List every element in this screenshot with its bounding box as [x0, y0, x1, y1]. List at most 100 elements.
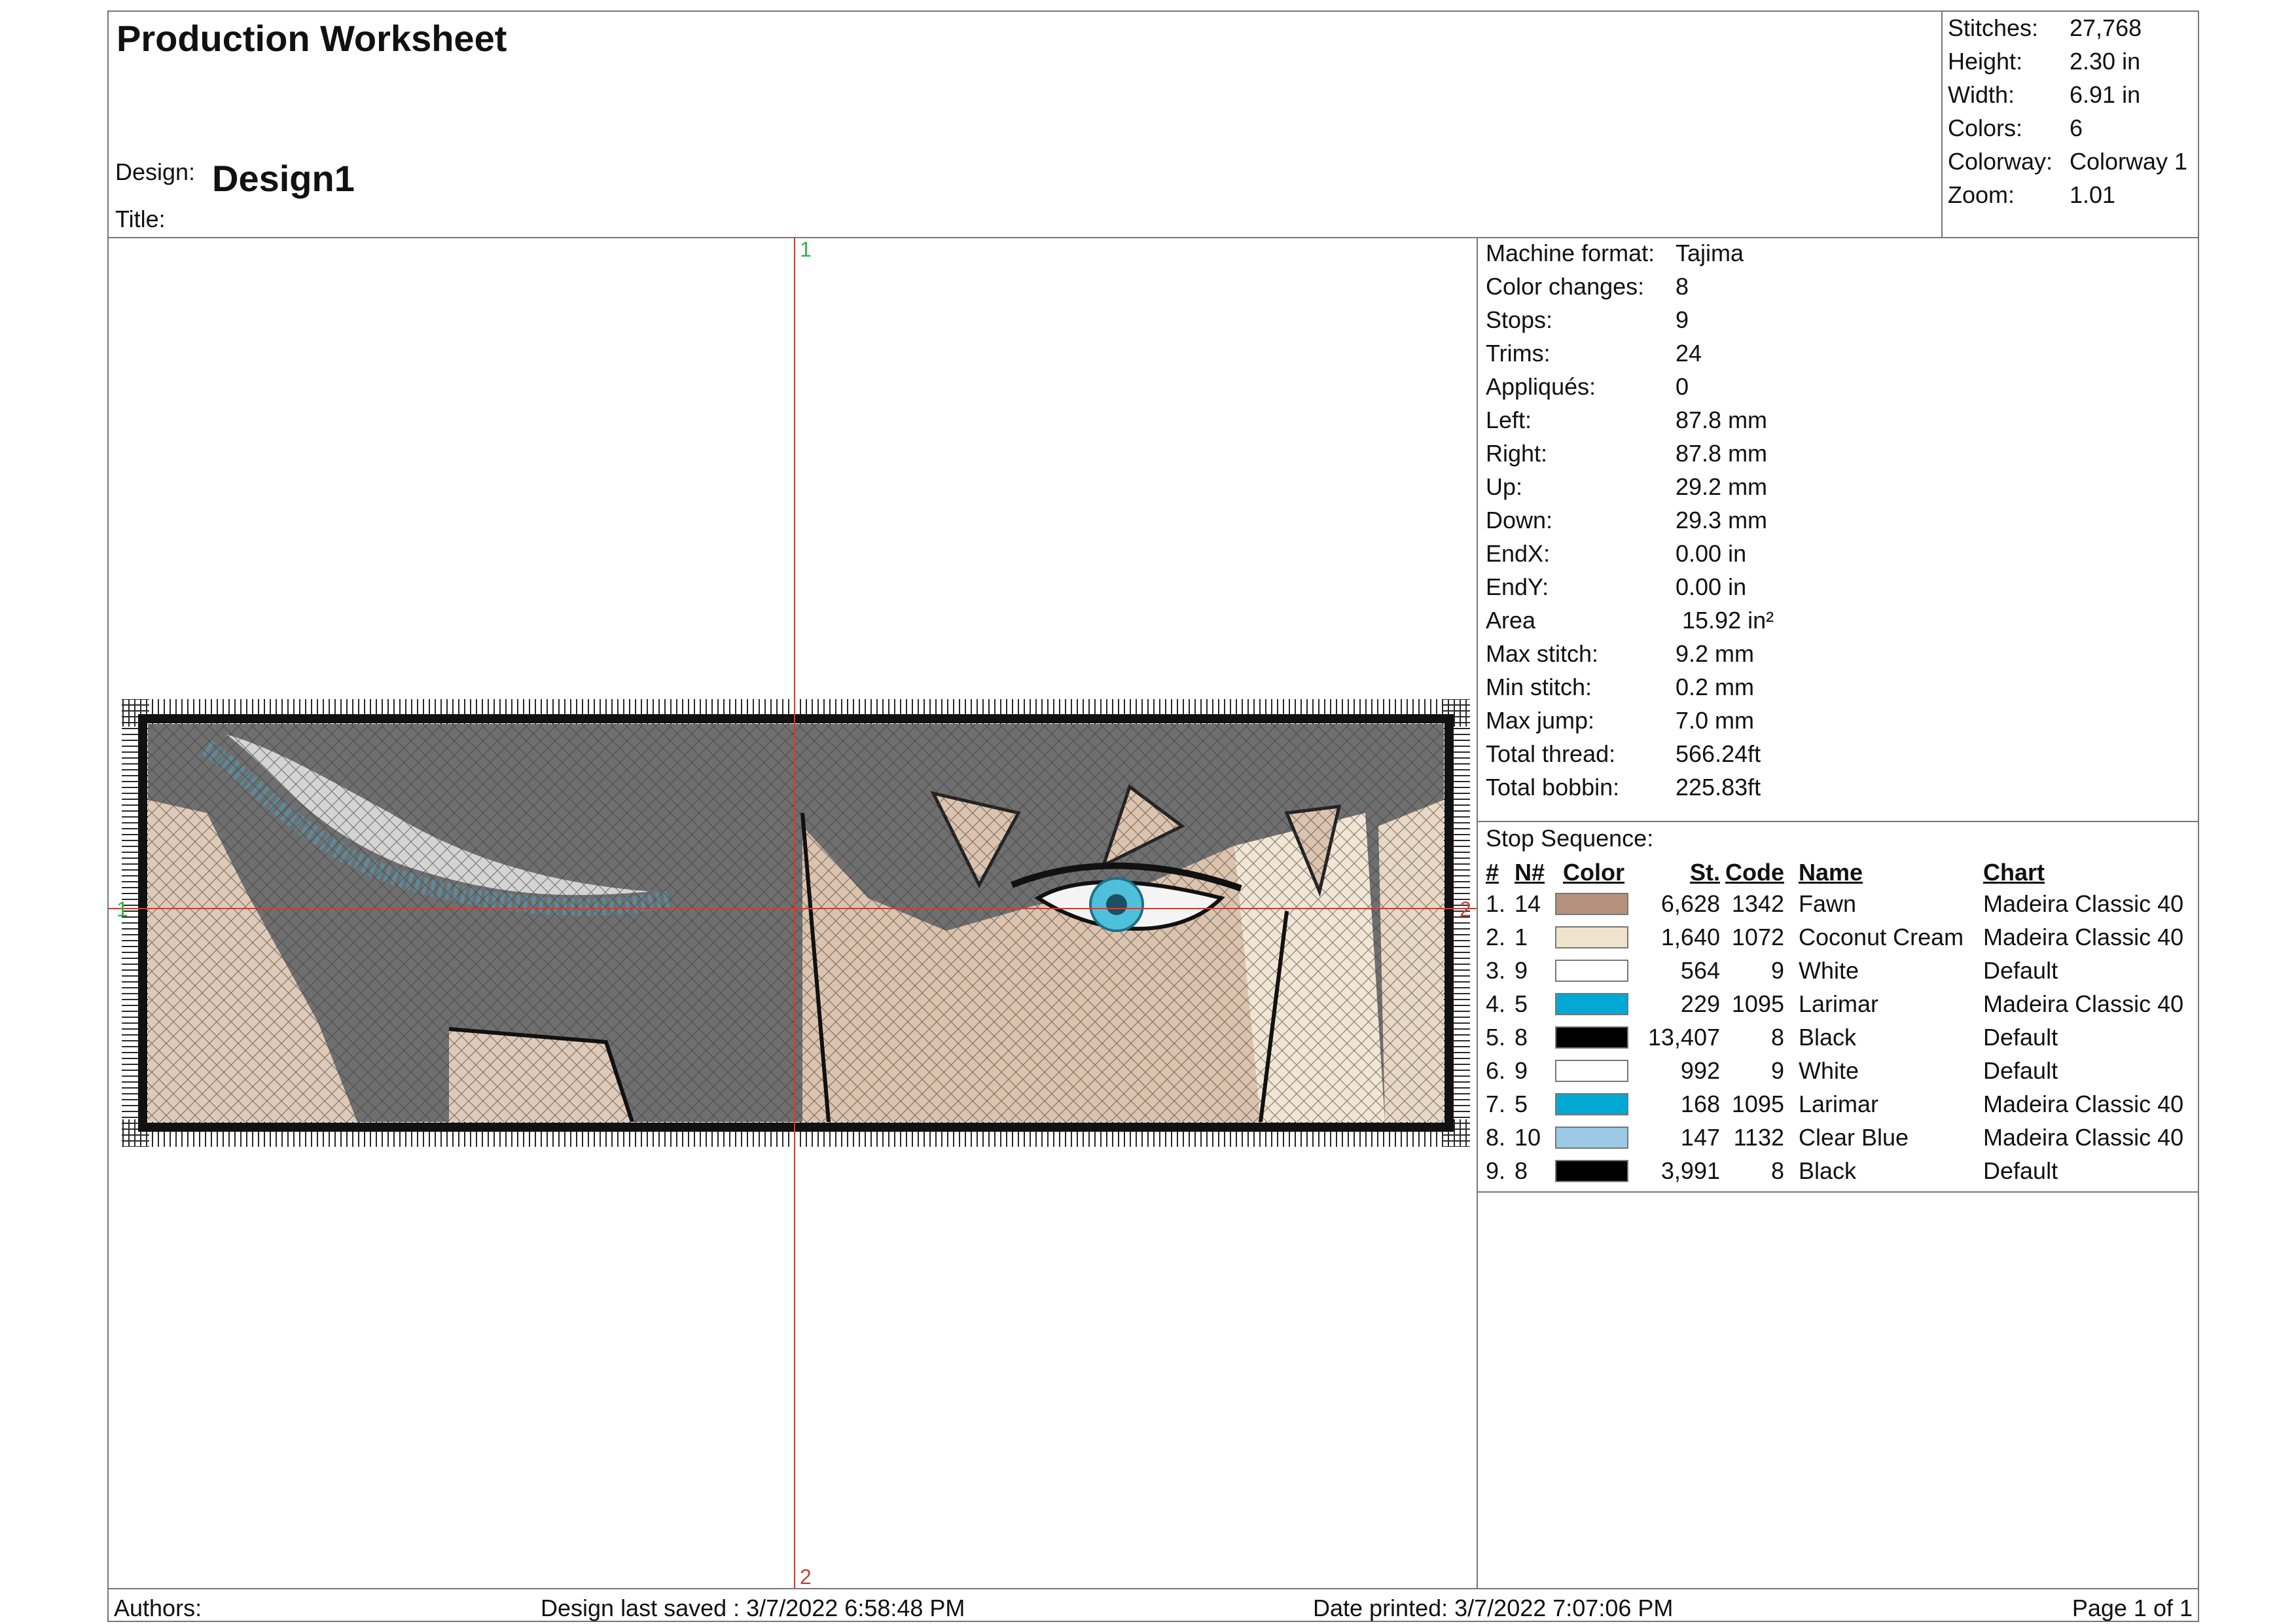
stat-label: Colors: [1948, 115, 2023, 141]
row-name: Clear Blue [1799, 1124, 1909, 1151]
info-value: Tajima [1676, 240, 1744, 266]
row-chart: Madeira Classic 40 [1983, 990, 2184, 1017]
guide-marker-bottom: 2 [800, 1565, 812, 1588]
guide-marker-right: 2 [1460, 897, 1471, 921]
row-num: 4. [1486, 990, 1506, 1017]
col-code: Code [1725, 859, 1784, 886]
design-artwork [148, 724, 1444, 1122]
stop-sequence-title: Stop Sequence: [1486, 825, 1654, 852]
row-code: 8 [1770, 1024, 1784, 1051]
info-label: Stops: [1486, 306, 1553, 333]
stat-value: 1.01 [2070, 181, 2116, 208]
row-needle: 14 [1515, 890, 1541, 917]
info-label: Total thread: [1486, 740, 1616, 767]
row-name: Larimar [1799, 1091, 1879, 1117]
row-name: Coconut Cream [1799, 924, 1964, 950]
guide-marker-top: 1 [800, 238, 812, 261]
color-swatch [1555, 1060, 1628, 1082]
row-name: Fawn [1799, 890, 1857, 917]
row-needle: 8 [1515, 1157, 1528, 1184]
date-printed: Date printed: 3/7/2022 7:07:06 PM [1313, 1595, 1674, 1621]
row-name: White [1799, 957, 1859, 984]
row-name: Larimar [1799, 990, 1879, 1017]
color-swatch [1555, 926, 1628, 948]
stat-value: 2.30 in [2070, 48, 2141, 75]
design-stats: Stitches: 27,768 Height: 2.30 in Width: 6.9… [1941, 12, 2199, 237]
row-num: 3. [1486, 957, 1506, 984]
stat-label: Height: [1948, 48, 2023, 75]
info-value: 9 [1676, 306, 1689, 333]
row-needle: 10 [1515, 1124, 1541, 1151]
row-chart: Madeira Classic 40 [1983, 890, 2184, 917]
info-value: 87.8 mm [1676, 406, 1768, 433]
col-color: Color [1563, 859, 1624, 886]
col-name: Name [1799, 859, 1863, 886]
row-code: 1095 [1731, 990, 1784, 1017]
row-code: 9 [1770, 1057, 1784, 1084]
machine-info-panel: Machine format: Tajima Color changes: 8 St… [1478, 237, 2198, 1588]
info-value: 225.83ft [1676, 774, 1761, 801]
info-value: 0.2 mm [1676, 674, 1755, 700]
row-num: 9. [1486, 1157, 1506, 1184]
color-swatch [1555, 893, 1628, 915]
row-stitches: 1,640 [1660, 924, 1720, 950]
info-label: Total bobbin: [1486, 774, 1620, 801]
info-value: 0.00 in [1676, 540, 1747, 567]
stat-value: 6.91 in [2070, 81, 2141, 108]
color-swatch [1555, 1160, 1628, 1182]
color-swatch [1555, 1093, 1628, 1115]
info-label: Up: [1486, 473, 1523, 500]
info-label: Max stitch: [1486, 640, 1599, 667]
row-stitches: 3,991 [1660, 1157, 1720, 1184]
info-label: Left: [1486, 406, 1532, 433]
row-needle: 9 [1515, 957, 1528, 984]
col-num: # [1486, 859, 1499, 886]
production-worksheet: Production Worksheet Design: Design1 Tit… [107, 10, 2199, 1622]
info-value: 0 [1676, 373, 1689, 400]
row-needle: 8 [1515, 1024, 1528, 1051]
row-needle: 5 [1515, 1091, 1528, 1117]
col-needle: N# [1515, 859, 1545, 886]
info-value: 15.92 in² [1676, 607, 1774, 634]
stat-label: Colorway: [1948, 148, 2053, 175]
info-label: Min stitch: [1486, 674, 1592, 700]
divider [1478, 1191, 2198, 1193]
info-label: Area [1486, 607, 1536, 634]
info-label: Color changes: [1486, 273, 1645, 300]
guide-marker-left: 1 [117, 897, 128, 921]
row-code: 1072 [1731, 924, 1784, 950]
embroidery-preview: 1 2 1 2 [109, 237, 1477, 1588]
design-name: Design1 [212, 158, 355, 199]
row-stitches: 13,407 [1647, 1024, 1720, 1051]
row-num: 5. [1486, 1024, 1506, 1051]
row-code: 9 [1770, 957, 1784, 984]
info-label: Machine format: [1486, 240, 1655, 266]
info-value: 87.8 mm [1676, 440, 1768, 467]
info-value: 9.2 mm [1676, 640, 1755, 667]
page-number: Page 1 of 1 [2072, 1595, 2193, 1621]
info-label: Max jump: [1486, 707, 1595, 734]
stat-label: Width: [1948, 81, 2015, 108]
row-name: Black [1799, 1157, 1857, 1184]
stat-label: Stitches: [1948, 14, 2039, 41]
design-canvas[interactable]: 1 2 1 2 [109, 237, 1478, 1588]
row-needle: 1 [1515, 924, 1528, 950]
row-needle: 9 [1515, 1057, 1528, 1084]
col-chart: Chart [1983, 859, 2045, 886]
row-stitches: 6,628 [1660, 890, 1720, 917]
row-stitches: 229 [1680, 990, 1720, 1017]
worksheet-header: Production Worksheet Design: Design1 Tit… [109, 12, 2198, 238]
row-num: 6. [1486, 1057, 1506, 1084]
stat-value: 27,768 [2070, 14, 2142, 41]
info-value: 8 [1676, 273, 1689, 300]
row-num: 7. [1486, 1091, 1506, 1117]
row-needle: 5 [1515, 990, 1528, 1017]
info-value: 0.00 in [1676, 573, 1747, 600]
col-stitches: St. [1689, 859, 1720, 886]
design-label: Design: [115, 158, 196, 185]
info-value: 7.0 mm [1676, 707, 1755, 734]
row-stitches: 992 [1680, 1057, 1720, 1084]
info-value: 29.2 mm [1676, 473, 1768, 500]
row-num: 8. [1486, 1124, 1506, 1151]
row-code: 8 [1770, 1157, 1784, 1184]
